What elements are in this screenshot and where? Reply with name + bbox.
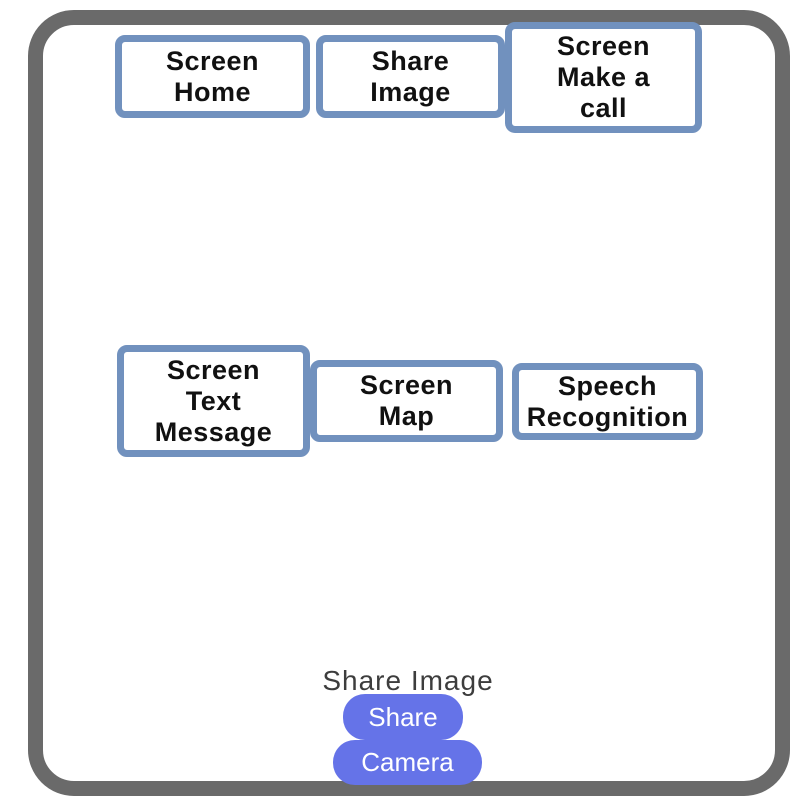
share-button[interactable]: Share — [343, 694, 463, 740]
button-share-image[interactable]: Share Image — [316, 35, 505, 118]
button-speech-recognition[interactable]: Speech Recognition — [512, 363, 703, 440]
share-image-section-label: Share Image — [322, 665, 494, 696]
button-screen-home[interactable]: Screen Home — [115, 35, 310, 118]
button-screen-map[interactable]: Screen Map — [310, 360, 503, 442]
button-screen-text-message[interactable]: Screen Text Message — [117, 345, 310, 457]
camera-button[interactable]: Camera — [333, 740, 482, 785]
button-screen-make-a-call[interactable]: Screen Make a call — [505, 22, 702, 133]
